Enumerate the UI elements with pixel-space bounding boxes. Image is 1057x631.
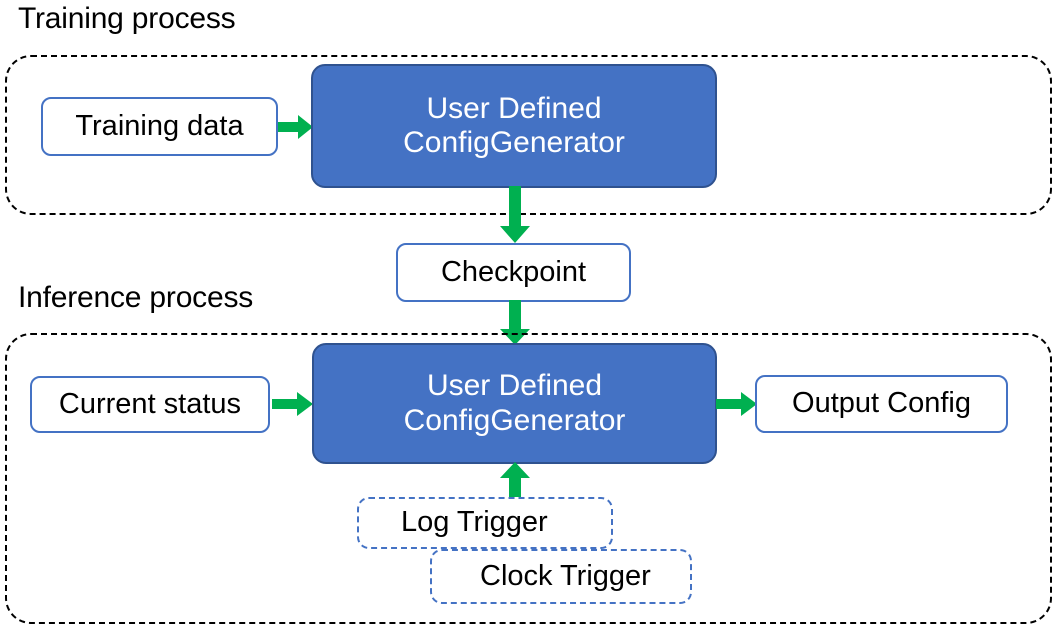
node-training-data-label: Training data [75, 109, 244, 142]
node-inference-config-generator-label-line2: ConfigGenerator [403, 403, 626, 437]
node-current-status-label: Current status [58, 387, 242, 420]
node-checkpoint-label: Checkpoint [440, 255, 587, 288]
node-log-trigger[interactable]: Log Trigger [357, 497, 613, 549]
node-training-config-generator-label-line1: User Defined [426, 91, 602, 125]
node-clock-trigger[interactable]: Clock Trigger [430, 549, 692, 604]
node-output-config-label: Output Config [792, 387, 971, 420]
arrow-training-data-to-generator [278, 113, 314, 141]
node-training-data[interactable]: Training data [41, 97, 278, 156]
node-clock-trigger-label: Clock Trigger [480, 559, 651, 592]
arrow-generator-to-checkpoint [498, 186, 532, 244]
node-inference-config-generator[interactable]: User Defined ConfigGenerator [312, 343, 717, 464]
node-checkpoint[interactable]: Checkpoint [396, 243, 631, 302]
arrow-generator-to-output-config [716, 390, 758, 418]
node-training-config-generator[interactable]: User Defined ConfigGenerator [311, 64, 717, 188]
node-log-trigger-label: Log Trigger [401, 506, 548, 539]
training-process-label: Training process [18, 2, 236, 35]
inference-process-container [5, 333, 1052, 624]
arrow-current-status-to-generator [272, 390, 314, 418]
arrow-trigger-to-inference-generator [498, 462, 532, 502]
node-training-config-generator-label-line2: ConfigGenerator [403, 126, 625, 159]
inference-process-label: Inference process [18, 281, 254, 314]
node-inference-config-generator-label-line1: User Defined [426, 369, 603, 402]
node-output-config[interactable]: Output Config [755, 375, 1008, 433]
training-process-container [5, 55, 1052, 215]
node-current-status[interactable]: Current status [30, 376, 270, 433]
